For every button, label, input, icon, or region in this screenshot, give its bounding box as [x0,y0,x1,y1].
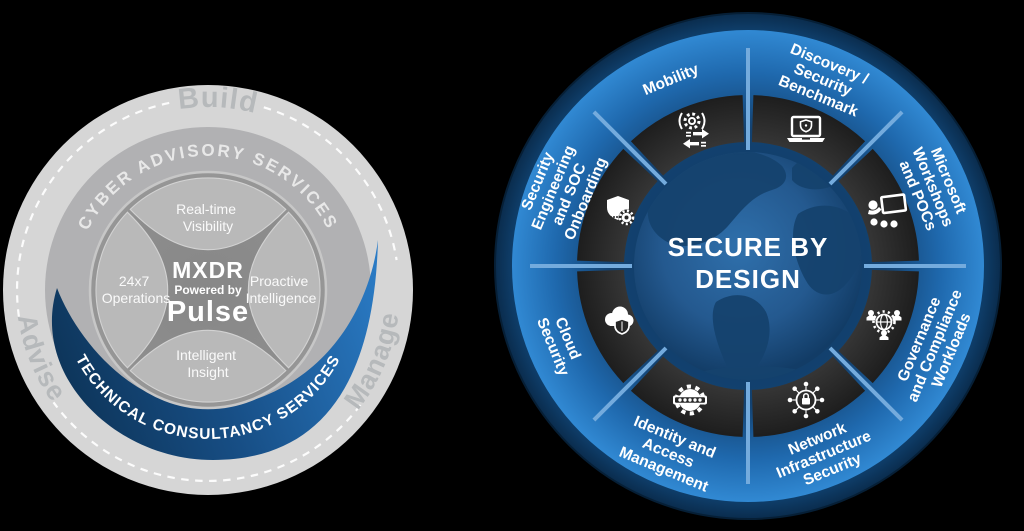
petal-bottom [129,329,287,403]
secure-by-design-wheel: SECURE BY DESIGN [494,12,1002,520]
governance-people-icon [866,310,902,340]
secure-by-design-title-line1: SECURE BY [668,232,829,262]
hub-brand-label: Pulse [167,296,249,328]
segment-divider-line [828,346,904,422]
petal-left [95,211,169,369]
petal-top-label: Real-time Visibility [176,201,240,234]
secure-by-design-title-line2: DESIGN [695,264,801,294]
consultancy-swoosh [51,240,379,460]
mxdr-services-diagram: Build Advise Manage CYBER ADVISORY SERVI… [3,82,413,495]
petal-right [247,211,321,369]
segment-label-discovery-security-benchmark: Discovery / Security Benchmark [775,41,875,121]
sync-gear-icon [678,112,709,149]
petal-right-label: Proactive Intelligence [246,273,317,306]
cloud-shield-icon [605,306,634,335]
petal-bottom-label: Intelligent Insight [176,347,240,380]
mxdr-hub: Real-time Visibility 24x7 Operations Pro… [88,170,328,410]
petal-left-label: 24x7 Operations [102,273,170,306]
segment-divider-line [828,110,904,186]
hub-product-label: MXDR [172,257,244,283]
laptop-shield-icon [787,115,825,142]
build-label: Build [176,82,261,120]
petal-top [129,177,287,251]
presentation-board-icon [868,193,908,228]
gear-password-icon [673,384,707,416]
segment-divider-line [592,346,668,422]
dashed-guide-circle [15,101,398,483]
segment-divider-line [592,110,668,186]
shield-gear-icon [607,196,635,226]
dark-ring-segment [838,148,919,263]
hub-tagline-label: Powered by [174,283,242,297]
segment-icons [605,112,908,419]
network-lock-icon [787,381,825,419]
segment-labels: Mobility Discovery / Security Benchmark … [518,41,974,496]
